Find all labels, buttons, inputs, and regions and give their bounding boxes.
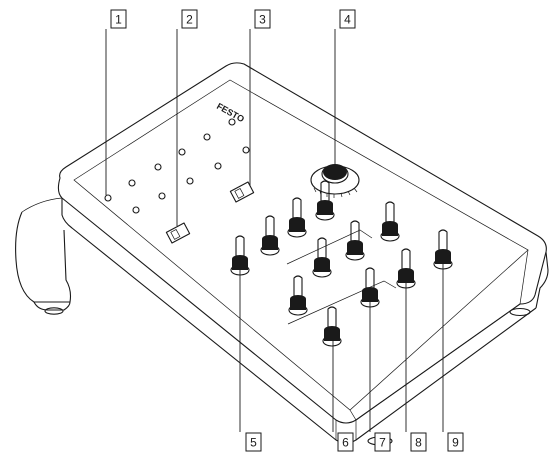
toggle-switch[interactable] [396, 248, 416, 289]
led-indicator [158, 192, 166, 200]
led-indicator [228, 118, 236, 126]
led-indicator [104, 194, 112, 202]
svg-text:8: 8 [415, 436, 422, 450]
device-housing [15, 62, 549, 446]
svg-text:4: 4 [344, 13, 351, 27]
brand-logo: FESTO [215, 101, 246, 124]
svg-text:9: 9 [452, 436, 459, 450]
leader-lines [105, 29, 444, 432]
callout-7: 7 [374, 432, 391, 452]
led-indicator [178, 148, 186, 156]
toggle-switch[interactable] [288, 275, 308, 316]
callout-1: 1 [110, 9, 127, 29]
rocker-switch-right[interactable] [229, 181, 255, 203]
callout-3: 3 [254, 9, 271, 29]
led-indicator [186, 177, 194, 185]
toggle-switches [230, 180, 453, 347]
callout-5: 5 [245, 432, 262, 452]
led-indicator [128, 179, 136, 187]
callout-2: 2 [181, 9, 198, 29]
rotary-knob[interactable] [310, 164, 360, 198]
callout-9: 9 [447, 432, 464, 452]
callout-6: 6 [337, 432, 354, 452]
rocker-switch-left[interactable] [165, 222, 191, 244]
toggle-switch[interactable] [230, 235, 250, 276]
toggle-switch[interactable] [260, 215, 280, 256]
svg-text:7: 7 [379, 436, 386, 450]
led-indicator [214, 162, 222, 170]
svg-text:1: 1 [115, 13, 122, 27]
svg-text:2: 2 [186, 13, 193, 27]
callout-8: 8 [410, 432, 427, 452]
svg-text:5: 5 [250, 436, 257, 450]
led-indicator [132, 206, 140, 214]
toggle-switch[interactable] [433, 229, 453, 270]
svg-text:6: 6 [342, 436, 349, 450]
toggle-switch[interactable] [322, 306, 342, 347]
led-indicator [154, 163, 162, 171]
led-indicator [242, 146, 250, 154]
led-indicator [203, 133, 211, 141]
svg-text:3: 3 [259, 13, 266, 27]
group-bracket [287, 280, 397, 325]
callout-4: 4 [339, 9, 356, 29]
toggle-switch[interactable] [315, 180, 335, 221]
toggle-switch[interactable] [312, 237, 332, 278]
group-bracket [286, 229, 373, 265]
toggle-switch[interactable] [287, 197, 307, 238]
toggle-switch[interactable] [380, 201, 400, 242]
toggle-switch[interactable] [345, 220, 365, 261]
led-group [104, 118, 250, 214]
